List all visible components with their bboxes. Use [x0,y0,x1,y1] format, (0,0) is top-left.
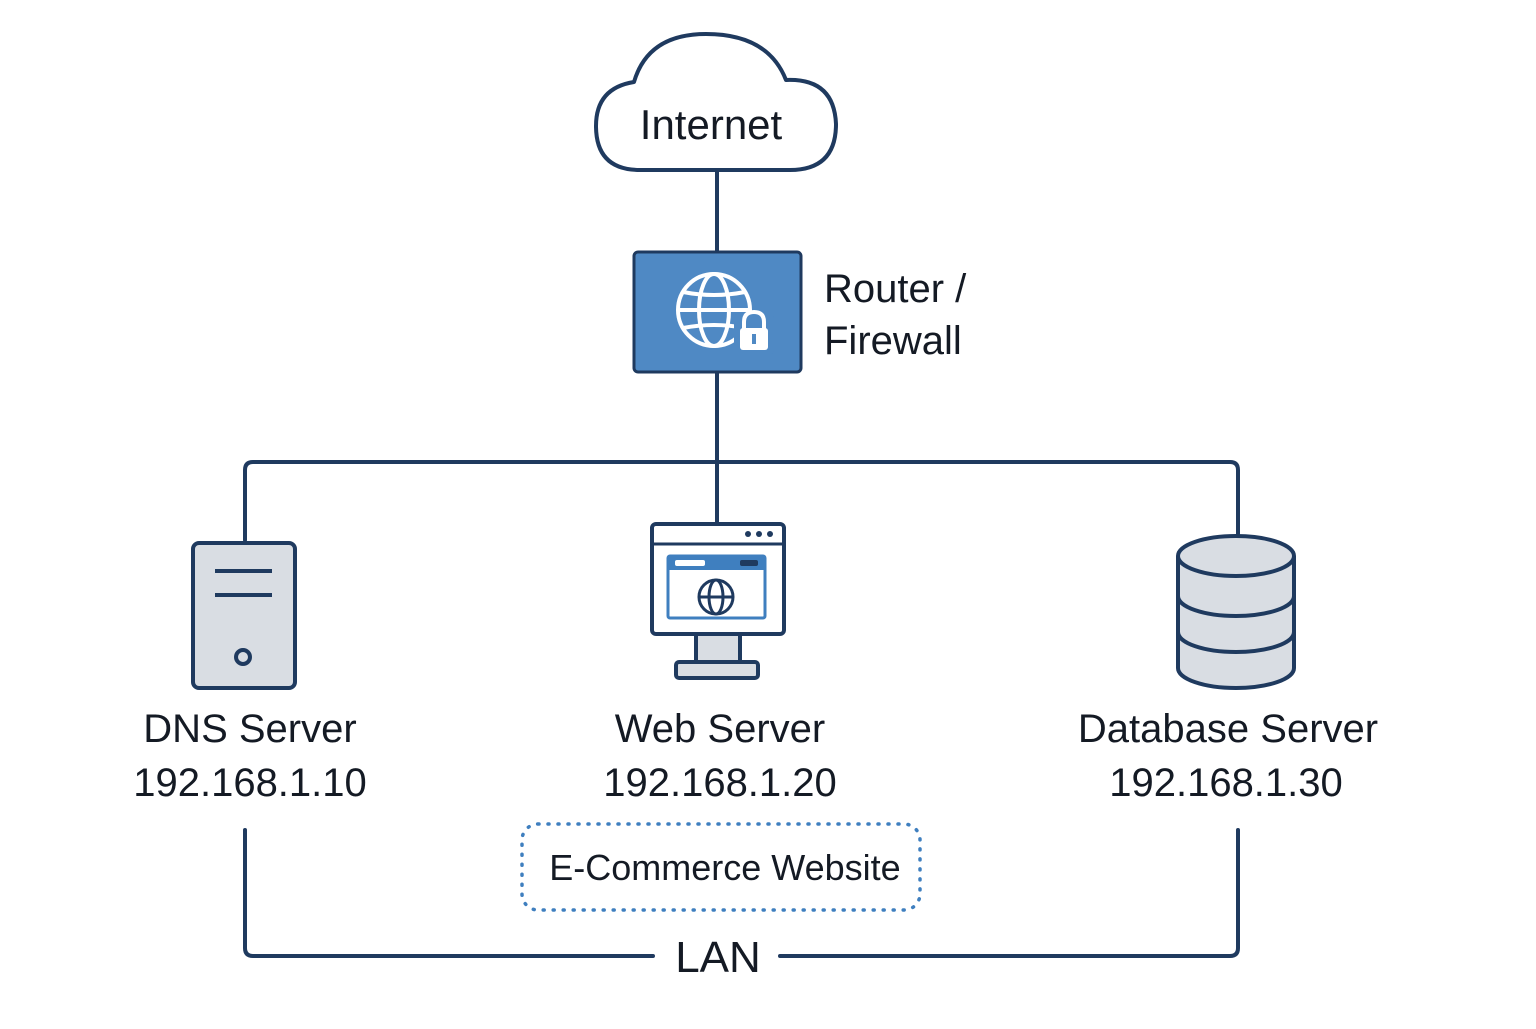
padlock-icon [734,309,774,354]
database-server-node: Database Server 192.168.1.30 [1078,534,1378,805]
dns-server-node: DNS Server 192.168.1.10 [133,541,367,805]
lan-label: LAN [675,933,761,982]
globe-icon [697,578,735,616]
connection-lines [243,170,1240,958]
cloud-icon [594,32,838,172]
router-label-line1: Router / [824,267,967,311]
lan-bus-right [778,828,1240,958]
web-server-ip: 192.168.1.20 [603,761,837,805]
ecommerce-website-badge: E-Commerce Website [520,822,922,912]
web-server-node: Web Server 192.168.1.20 [603,522,837,805]
dns-server-name: DNS Server [143,707,356,751]
server-tower-icon [191,541,297,690]
database-server-ip: 192.168.1.30 [1109,761,1343,805]
top-bus [243,460,1240,542]
database-icon [1176,534,1296,690]
internet-node: Internet [594,32,838,172]
ecommerce-website-label: E-Commerce Website [549,847,900,888]
web-server-name: Web Server [615,707,825,751]
web-monitor-icon [650,522,786,680]
internet-label: Internet [640,101,783,148]
router-label-line2: Firewall [824,319,962,363]
dns-server-ip: 192.168.1.10 [133,761,367,805]
lan-bus-left [243,828,655,958]
router-node: Router / Firewall [632,250,967,374]
database-server-name: Database Server [1078,707,1378,751]
